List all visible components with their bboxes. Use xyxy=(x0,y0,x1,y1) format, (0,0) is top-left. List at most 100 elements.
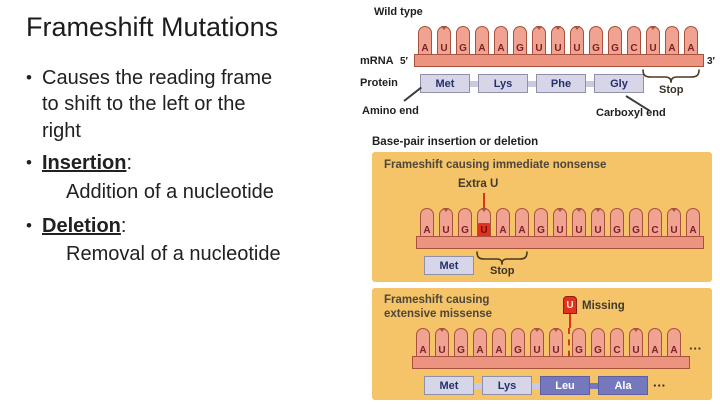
protein-continues-ellipsis: ··· xyxy=(653,378,666,393)
amino-acid-box: Lys xyxy=(482,376,532,395)
nucleotide-letter: G xyxy=(461,225,469,236)
uracil-notch xyxy=(576,208,582,212)
nucleotide: U xyxy=(437,26,451,54)
nucleotide: G xyxy=(534,208,548,236)
nucleotide-letter: U xyxy=(632,345,640,356)
peptide-bond-connector xyxy=(532,382,540,389)
nucleotide: A xyxy=(420,208,434,236)
nucleotide-letter: G xyxy=(459,43,467,54)
nucleotide-letter: A xyxy=(421,43,429,54)
nucleotide-letter: A xyxy=(497,43,505,54)
nucleotide-letter: C xyxy=(651,225,659,236)
stop-brace xyxy=(642,69,700,83)
nucleotide: A xyxy=(665,26,679,54)
amino-acid-box: Ala xyxy=(598,376,648,395)
uracil-notch xyxy=(633,328,639,332)
nucleotide-letter: G xyxy=(613,225,621,236)
nucleotide: A xyxy=(684,26,698,54)
nucleotide: U xyxy=(551,26,565,54)
uracil-notch xyxy=(555,26,561,30)
nucleotide: C xyxy=(610,328,624,356)
uracil-notch xyxy=(536,26,542,30)
uracil-notch xyxy=(650,26,656,30)
nucleotide-letter: A xyxy=(687,43,695,54)
amino-acid-box: Gly xyxy=(594,74,644,93)
uracil-notch xyxy=(534,328,540,332)
nucleotide-letter: G xyxy=(575,345,583,356)
nucleotide: G xyxy=(608,26,622,54)
nucleotide-letter: A xyxy=(419,345,427,356)
uracil-notch xyxy=(553,328,559,332)
insertion-term: Insertion xyxy=(42,152,127,175)
deletion-panel-title-line2: extensive missense xyxy=(384,308,493,320)
nucleotide: G xyxy=(572,328,586,356)
nucleotide: A xyxy=(648,328,662,356)
nucleotide: A xyxy=(496,208,510,236)
missing-u-base: U xyxy=(563,296,577,314)
three-prime-label: 3′ xyxy=(707,56,715,67)
bullet-text: Insertion: xyxy=(42,150,132,176)
nucleotide-letter: A xyxy=(476,345,484,356)
nucleotide-letter: U xyxy=(552,345,560,356)
bullet-marker: • xyxy=(26,68,32,87)
nucleotide: U xyxy=(570,26,584,54)
nucleotide-letter: U xyxy=(594,225,602,236)
nucleotide-letter: A xyxy=(670,345,678,356)
amino-acid-box: Phe xyxy=(536,74,586,93)
nucleotide-letter: U xyxy=(440,43,448,54)
nucleotide: G xyxy=(589,26,603,54)
nucleotide: U xyxy=(553,208,567,236)
page-title: Frameshift Mutations xyxy=(26,12,279,42)
nucleotide-letter: G xyxy=(537,225,545,236)
peptide-bond-connector xyxy=(590,382,598,389)
carboxyl-end-label: Carboxyl end xyxy=(596,107,666,119)
nucleotide: C xyxy=(648,208,662,236)
text-column: Frameshift Mutations • Causes the readin… xyxy=(26,12,356,276)
nucleotide-letter: U xyxy=(535,43,543,54)
nucleotide-letter: A xyxy=(478,43,486,54)
bullet-list: • Causes the reading frame to shift to t… xyxy=(26,65,356,268)
bullet-item-reading-frame: • Causes the reading frame to shift to t… xyxy=(26,65,356,144)
nucleotide-letter: G xyxy=(611,43,619,54)
uracil-notch xyxy=(441,26,447,30)
uracil-notch xyxy=(481,208,487,212)
extra-u-label: Extra U xyxy=(458,178,499,190)
nucleotide-letter: G xyxy=(632,225,640,236)
colon: : xyxy=(120,214,127,237)
nucleotide-letter: G xyxy=(457,345,465,356)
nucleotide-letter: A xyxy=(689,225,697,236)
uracil-notch xyxy=(439,328,445,332)
missing-pointer-line xyxy=(569,314,571,328)
deletion-panel-title-line1: Frameshift causing xyxy=(384,294,490,306)
nucleotide: U xyxy=(591,208,605,236)
amino-acid-box: Leu xyxy=(540,376,590,395)
nucleotide-letter: U xyxy=(478,223,490,238)
nucleotide: U xyxy=(435,328,449,356)
bullet-text: Deletion: xyxy=(42,213,126,239)
nucleotide-letter: A xyxy=(499,225,507,236)
deletion-panel: Frameshift causing extensive missense U … xyxy=(372,288,712,400)
extra-u-pointer-line xyxy=(483,193,485,208)
nucleotide: U xyxy=(532,26,546,54)
nucleotide: G xyxy=(610,208,624,236)
nucleotide: G xyxy=(513,26,527,54)
uracil-notch xyxy=(443,208,449,212)
nucleotide-letter: U xyxy=(575,225,583,236)
insertion-mrna-bar xyxy=(416,236,704,249)
nucleotide-letter: A xyxy=(651,345,659,356)
amino-acid-box: Met xyxy=(424,256,474,275)
nucleotide-letter: A xyxy=(668,43,676,54)
nucleotide: A xyxy=(515,208,529,236)
nucleotide: U xyxy=(530,328,544,356)
nucleotide: A xyxy=(475,26,489,54)
deletion-term: Deletion xyxy=(42,214,121,237)
bullet-marker: • xyxy=(26,215,32,235)
wild-type-mrna-bar xyxy=(414,54,704,67)
nucleotide-letter: A xyxy=(423,225,431,236)
nucleotide-letter: G xyxy=(514,345,522,356)
